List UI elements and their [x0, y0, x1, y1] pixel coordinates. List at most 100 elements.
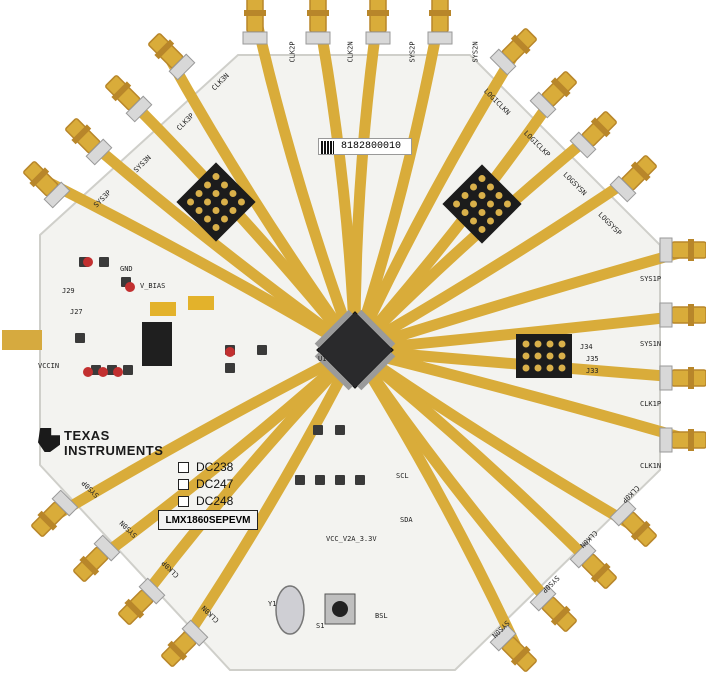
smd-part	[123, 365, 133, 375]
silk-bsl: BSL	[375, 612, 388, 620]
connector-label: CLK1N	[640, 462, 662, 470]
sma-connector	[609, 155, 657, 203]
sma-connector	[569, 541, 617, 589]
sma-connector	[659, 427, 706, 453]
silk-j33: J33	[586, 367, 599, 375]
smd-part	[313, 425, 323, 435]
pin-header	[442, 164, 522, 244]
brand-line-1: TEXAS	[64, 428, 110, 443]
gold-trace	[349, 244, 696, 356]
gold-trace	[42, 344, 361, 526]
cap-yellow-2	[188, 296, 214, 310]
connector-label: CLK2N	[346, 41, 355, 63]
sma-connector	[659, 237, 706, 263]
sma-connector	[489, 28, 537, 76]
sma-vccin	[2, 330, 42, 350]
smd-part	[257, 345, 267, 355]
silk-s1: S1	[316, 622, 325, 630]
connector-label: SYS2P	[408, 41, 417, 63]
variant-checkbox	[178, 478, 189, 490]
sma-connector	[242, 0, 268, 45]
variant-label: DC248	[196, 494, 234, 508]
silk-gnd: GND	[120, 265, 133, 273]
variant-checkbox	[178, 495, 189, 507]
sma-connector	[529, 71, 577, 119]
variant-row-1: DC238	[178, 460, 233, 474]
sma-connector	[31, 489, 79, 537]
connector-label: CLK2P	[288, 41, 297, 63]
silk-u1: U1	[318, 355, 327, 363]
brand-line-2: INSTRUMENTS	[64, 443, 164, 458]
sma-connector	[148, 33, 196, 81]
silk-j27: J27	[70, 308, 83, 316]
smd-part	[335, 425, 345, 435]
smd-part	[355, 475, 365, 485]
gold-trace	[34, 172, 361, 356]
test-point	[113, 367, 123, 377]
cap-yellow-1	[150, 302, 176, 316]
test-point	[83, 257, 93, 267]
serial-sticker: 8182800010	[318, 138, 412, 155]
variant-checkbox	[178, 461, 189, 473]
small-components	[75, 257, 365, 485]
gold-traces	[34, 8, 696, 661]
sma-connector	[105, 75, 153, 123]
silk-j34: J34	[580, 343, 593, 351]
variant-row-2: DC247	[178, 477, 233, 491]
silk-j35: J35	[586, 355, 599, 363]
sma-connector	[659, 302, 706, 328]
gold-trace	[349, 344, 526, 661]
gold-trace	[349, 8, 384, 356]
silk-vcc: VCC_V2A_3.3V	[326, 535, 377, 543]
gold-trace	[349, 39, 526, 356]
smd-part	[335, 475, 345, 485]
test-point	[225, 347, 235, 357]
test-point	[83, 367, 93, 377]
silk-vccin: VCCIN	[38, 362, 60, 370]
sma-connector	[659, 365, 706, 391]
connector-label: SYS2N	[471, 41, 480, 63]
gold-trace	[349, 309, 696, 356]
gold-trace	[349, 344, 696, 446]
sma-connector	[65, 118, 113, 166]
sma-connector	[365, 0, 391, 45]
connector-label: SYS1P	[640, 275, 662, 283]
qr-code-icon	[321, 141, 334, 154]
sma-connector	[161, 619, 209, 667]
connector-label: SYS1N	[640, 340, 662, 348]
gold-trace	[249, 8, 361, 356]
crystal-y1	[275, 585, 305, 635]
smd-part	[315, 475, 325, 485]
sma-connector	[427, 0, 453, 45]
gold-trace	[129, 344, 361, 614]
connector-label: CLK1P	[640, 400, 662, 408]
gold-trace	[349, 122, 606, 356]
gold-trace	[116, 86, 361, 356]
sma-connector	[489, 624, 537, 672]
silk-scl: SCL	[396, 472, 409, 480]
variant-row-3: DC248	[178, 494, 233, 508]
sma-connectors	[23, 0, 706, 672]
ti-logo	[38, 428, 60, 452]
pin-header	[516, 334, 572, 378]
gold-trace	[349, 166, 646, 356]
smd-part	[75, 333, 85, 343]
ic-u6	[142, 322, 172, 366]
gold-trace	[172, 344, 361, 656]
sma-connector	[73, 534, 121, 582]
silk-sda: SDA	[400, 516, 413, 524]
smd-part	[99, 257, 109, 267]
silk-y1: Y1	[268, 600, 277, 608]
model-label: LMX1860SEPEVM	[158, 510, 258, 530]
variant-label: DC247	[196, 477, 234, 491]
smd-part	[295, 475, 305, 485]
variant-label: DC238	[196, 460, 234, 474]
sma-connector	[23, 161, 71, 209]
ti-logo-icon	[38, 428, 60, 452]
silk-vbias: V_BIAS	[140, 282, 166, 290]
test-point	[98, 367, 108, 377]
center-chip	[314, 309, 396, 391]
smd-part	[225, 363, 235, 373]
sma-connector	[118, 577, 166, 625]
